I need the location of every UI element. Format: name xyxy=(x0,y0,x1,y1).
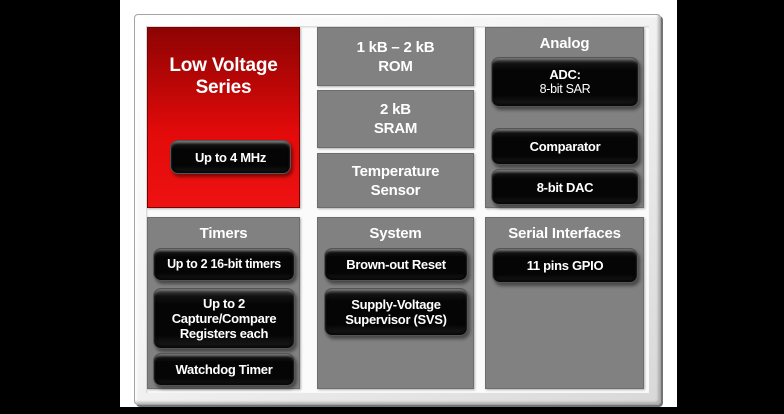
analog-title: Analog xyxy=(539,35,590,52)
serial-interfaces-title: Serial Interfaces xyxy=(508,225,621,242)
right-black-bar xyxy=(677,0,784,414)
svs-button-line1: Supply-Voltage xyxy=(351,297,441,312)
serial-interfaces-block: Serial Interfaces 11 pins GPIO xyxy=(485,217,644,389)
temperature-label-line1: Temperature xyxy=(351,162,440,180)
timers-block: Timers Up to 2 16-bit timers Up to 2 Cap… xyxy=(147,217,300,389)
low-voltage-series-block: Low Voltage Series Up to 4 MHz xyxy=(147,27,300,208)
adc-button: ADC: 8-bit SAR xyxy=(491,57,639,107)
low-voltage-title: Low Voltage Series xyxy=(148,55,299,99)
sram-label: 2 kB SRAM xyxy=(318,91,473,147)
system-block: System Brown-out Reset Supply-Voltage Su… xyxy=(317,217,474,389)
timers-title: Timers xyxy=(199,225,248,242)
comparator-button: Comparator xyxy=(491,128,639,165)
diagram-frame: Low Voltage Series Up to 4 MHz 1 kB – 2 … xyxy=(134,14,661,405)
sram-label-line2: SRAM xyxy=(373,120,418,137)
temperature-sensor-block: Temperature Sensor xyxy=(317,153,474,208)
rom-label-line1: 1 kB – 2 kB xyxy=(356,38,435,56)
system-title: System xyxy=(369,225,422,242)
temperature-sensor-label: Temperature Sensor xyxy=(318,154,473,207)
capture-compare-button: Up to 2 Capture/Compare Registers each xyxy=(153,288,295,349)
rom-label-line2: ROM xyxy=(378,57,413,75)
rom-label: 1 kB – 2 kB ROM xyxy=(318,28,473,85)
sram-label-line1: 2 kB xyxy=(380,101,411,118)
analog-block: Analog ADC: 8-bit SAR Comparator 8-bit D… xyxy=(485,27,644,208)
bottom-black-bar xyxy=(0,407,784,414)
dac-button: 8-bit DAC xyxy=(491,169,639,205)
svs-button-line2: Supervisor (SVS) xyxy=(345,312,447,327)
capture-compare-line1: Up to 2 xyxy=(203,296,245,311)
diagram-inner: Low Voltage Series Up to 4 MHz 1 kB – 2 … xyxy=(146,26,649,393)
gpio-button: 11 pins GPIO xyxy=(492,248,638,283)
rom-block: 1 kB – 2 kB ROM xyxy=(317,27,474,86)
temperature-label-line2: Sensor xyxy=(370,181,421,199)
left-black-bar xyxy=(0,0,120,414)
low-voltage-title-line2: Series xyxy=(195,77,252,98)
watchdog-button: Watchdog Timer xyxy=(153,353,295,386)
capture-compare-line2: Capture/Compare xyxy=(171,311,277,326)
speed-button: Up to 4 MHz xyxy=(170,140,291,174)
capture-compare-line3: Registers each xyxy=(179,326,269,341)
adc-button-line1: ADC: xyxy=(549,67,581,82)
adc-button-line2: 8-bit SAR xyxy=(539,82,591,96)
brownout-reset-button: Brown-out Reset xyxy=(324,248,468,281)
svs-button: Supply-Voltage Supervisor (SVS) xyxy=(324,288,468,336)
timers-16bit-button: Up to 2 16-bit timers xyxy=(153,248,295,281)
sram-block: 2 kB SRAM xyxy=(317,90,474,148)
low-voltage-title-line1: Low Voltage xyxy=(169,55,278,76)
